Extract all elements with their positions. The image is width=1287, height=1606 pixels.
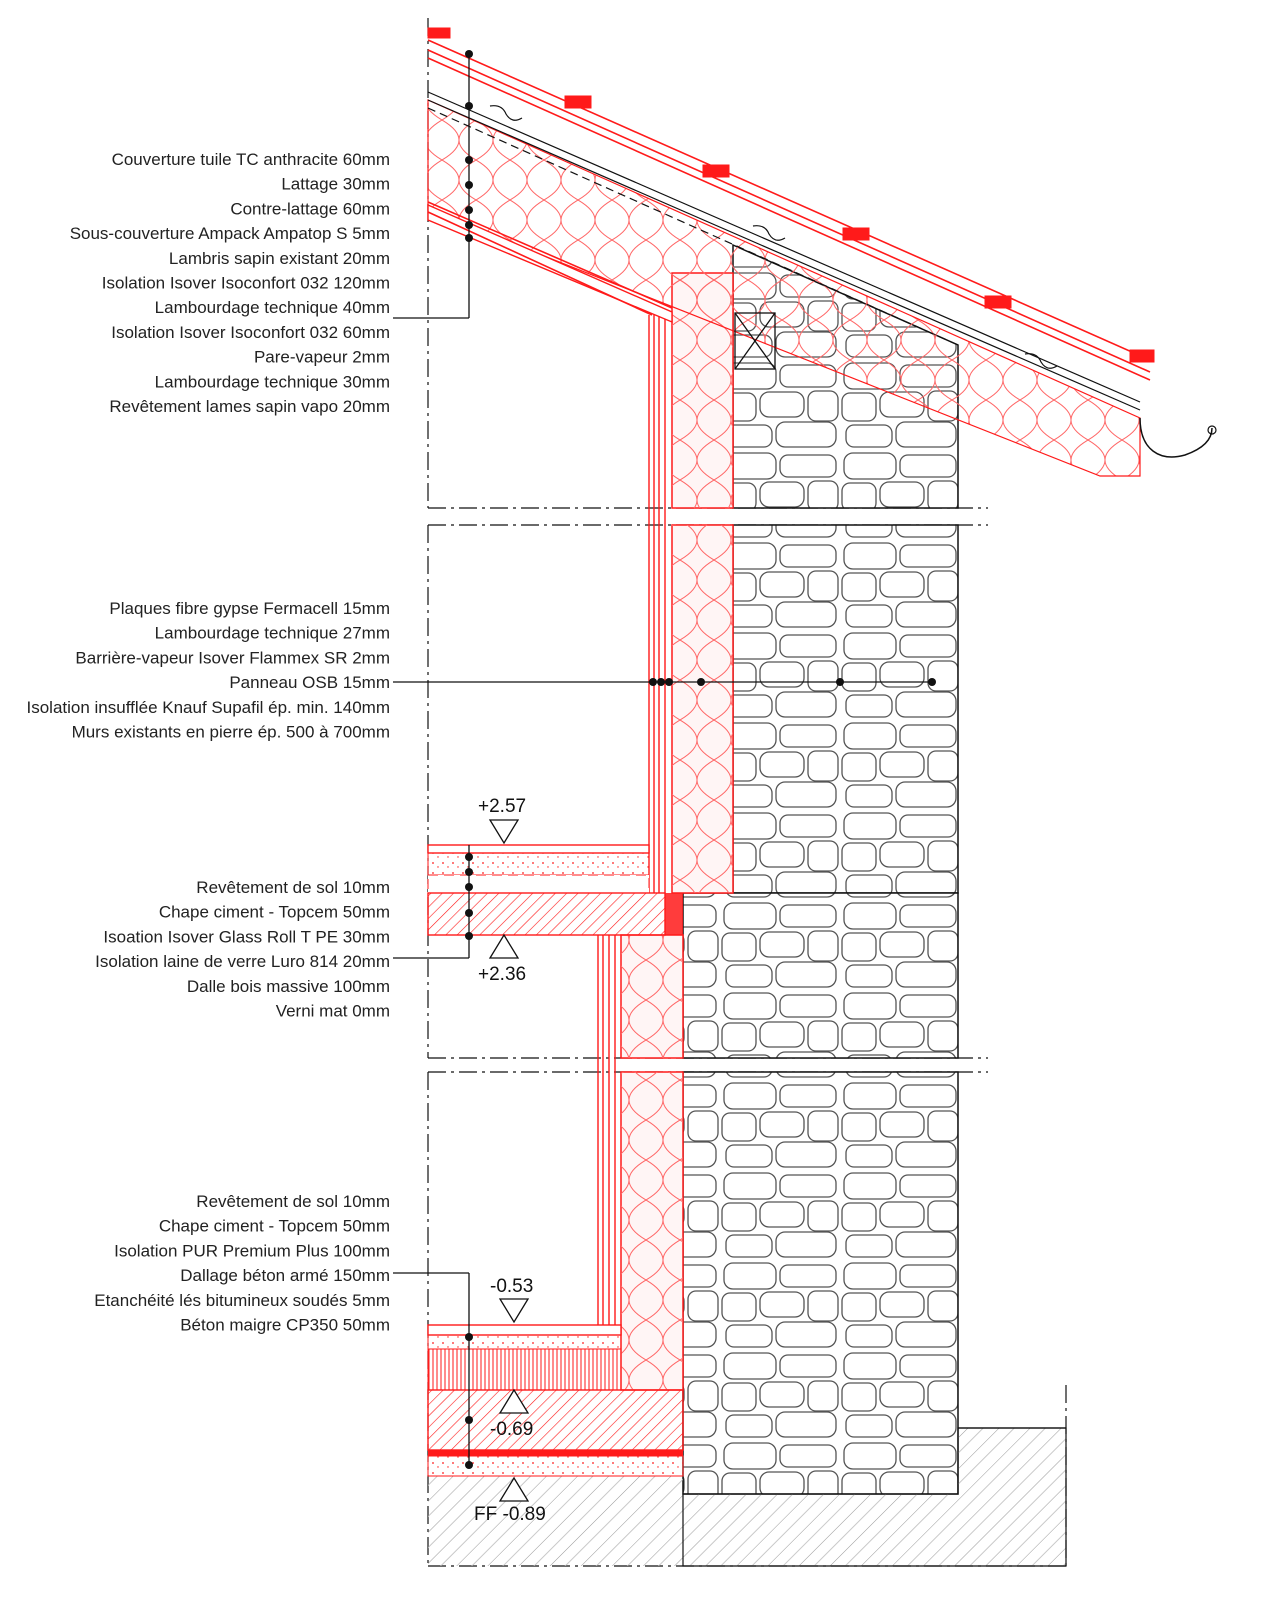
roof-layer-label: Sous-couverture Ampack Ampatop S 5mm: [70, 224, 390, 243]
leader-dot: [465, 883, 473, 891]
floor-layer-label: Dalle bois massive 100mm: [187, 977, 390, 996]
level-foundation: FF -0.89: [474, 1504, 546, 1525]
upper-floor-slab: [427, 844, 666, 936]
roof-layer-label: Lambourdage technique 40mm: [155, 298, 390, 317]
leader-dot: [465, 1416, 473, 1424]
roof-layer-label: Lattage 30mm: [281, 175, 390, 194]
ground-layer-label: Etanchéité lés bitumineux soudés 5mm: [94, 1291, 390, 1310]
leader-dot: [465, 868, 473, 876]
floor-layer-label: Verni mat 0mm: [276, 1002, 390, 1021]
ground-layer-label: Béton maigre CP350 50mm: [180, 1316, 390, 1335]
leader-dot: [465, 853, 473, 861]
leader-dot: [465, 1461, 473, 1469]
roof-assembly: [427, 27, 1217, 477]
floor-layer-label: Isoation Isover Glass Roll T PE 30mm: [103, 927, 390, 946]
leader-dot: [465, 1333, 473, 1341]
ground-layer-label: Isolation PUR Premium Plus 100mm: [114, 1241, 390, 1260]
roof-layer-label: Isolation Isover Isoconfort 032 60mm: [111, 323, 390, 342]
roof-layer-label: Isolation Isover Isoconfort 032 120mm: [102, 274, 390, 293]
level-triangles: [488, 819, 530, 1502]
roof-layer-label: Revêtement lames sapin vapo 20mm: [109, 397, 390, 416]
leader-dot: [465, 181, 473, 189]
leader-dot: [697, 678, 705, 686]
ground-layer-label: Dallage béton armé 150mm: [180, 1266, 390, 1285]
wall-label-group: Plaques fibre gypse Fermacell 15mmLambou…: [26, 599, 390, 742]
ground-layer-label: Revêtement de sol 10mm: [196, 1192, 390, 1211]
leader-dot: [465, 156, 473, 164]
wall-layer-label: Lambourdage technique 27mm: [155, 624, 390, 643]
leader-dot: [836, 678, 844, 686]
leader-dot: [465, 50, 473, 58]
leader-dot: [665, 678, 673, 686]
roof-layer-label: Contre-lattage 60mm: [230, 199, 390, 218]
leader-dot: [465, 234, 473, 242]
leader-dot: [928, 678, 936, 686]
leader-dot: [465, 102, 473, 110]
floor-layer-label: Chape ciment - Topcem 50mm: [159, 903, 390, 922]
roof-layer-label: Lambris sapin existant 20mm: [169, 249, 390, 268]
leader-dot: [657, 678, 665, 686]
level-floor-bottom: +2.36: [478, 964, 526, 985]
roof-label-group: Couverture tuile TC anthracite 60mmLatta…: [70, 150, 390, 416]
stone-wall: [682, 243, 959, 1495]
roof-layer-label: Lambourdage technique 30mm: [155, 372, 390, 391]
roof-layer-label: Couverture tuile TC anthracite 60mm: [112, 150, 390, 169]
leader-dot: [465, 909, 473, 917]
level-floor-top: +2.57: [478, 796, 526, 817]
wall-layer-label: Isolation insufflée Knauf Supafil ép. mi…: [26, 698, 390, 717]
leader-dot: [465, 206, 473, 214]
level-ground-top: -0.53: [490, 1276, 533, 1297]
wall-layer-label: Panneau OSB 15mm: [229, 673, 390, 692]
leader-dot: [465, 221, 473, 229]
wall-layer-label: Barrière-vapeur Isover Flammex SR 2mm: [75, 648, 390, 667]
leader-dots: [465, 50, 936, 1469]
ground-layer-label: Chape ciment - Topcem 50mm: [159, 1217, 390, 1236]
leader-dot: [649, 678, 657, 686]
floor-layer-label: Isolation laine de verre Luro 814 20mm: [95, 952, 390, 971]
roof-layer-label: Pare-vapeur 2mm: [254, 348, 390, 367]
level-ground-mid: -0.69: [490, 1419, 533, 1440]
wall-layer-label: Murs existants en pierre ép. 500 à 700mm: [72, 723, 390, 742]
floor-layer-label: Revêtement de sol 10mm: [196, 878, 390, 897]
wall-layer-label: Plaques fibre gypse Fermacell 15mm: [109, 599, 390, 618]
ground-fill: [428, 1427, 1067, 1567]
leader-dot: [465, 932, 473, 940]
